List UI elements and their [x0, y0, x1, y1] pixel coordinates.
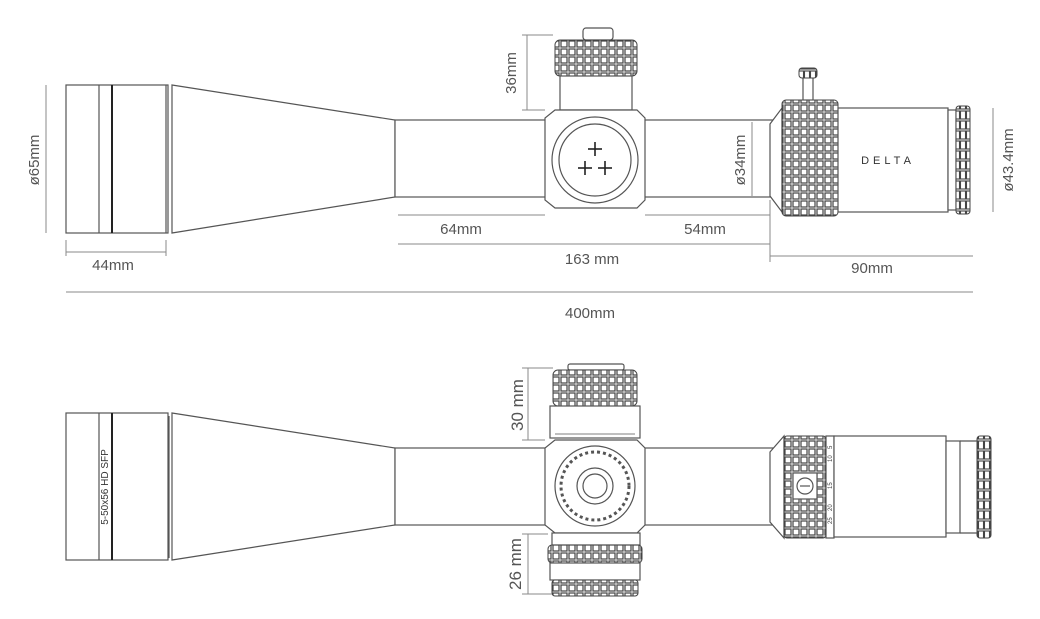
dim-eyepiece-length: 90mm [851, 260, 893, 277]
dim-total-length: 400mm [565, 305, 615, 322]
side-view-scope: 5-50x56 HD SFP 5 10 15 20 [65, 363, 992, 597]
front-tube [394, 447, 548, 526]
top-view-scope: DELTA [65, 27, 971, 234]
dim-eyepiece-diameter: ø43.4mm [1000, 128, 1017, 191]
diopter-ring [955, 105, 971, 215]
eyepiece-body [837, 107, 949, 213]
objective-cone [171, 84, 396, 234]
dim-rear-tube: 54mm [684, 221, 726, 238]
brand-label: DELTA [861, 155, 915, 167]
dim-objective-length: 44mm [92, 257, 134, 274]
reticle-plus-icons [578, 142, 612, 175]
windage-turret-knob [547, 544, 643, 564]
front-tube [394, 119, 548, 198]
diopter-ring [976, 435, 992, 539]
dim-tube-diameter: ø34mm [732, 135, 749, 186]
svg-text:10: 10 [828, 455, 834, 462]
side-view-dimensions: 30 mm 26 mm [506, 367, 553, 595]
svg-text:15: 15 [828, 482, 834, 489]
objective-cone [171, 412, 396, 561]
svg-text:5: 5 [828, 445, 834, 449]
elevation-turret-knob [552, 369, 638, 407]
elevation-turret-knob [554, 39, 638, 77]
rear-tube [642, 447, 774, 526]
dim-bottom-turret-height: 26 mm [506, 538, 525, 590]
elevation-scale [549, 405, 641, 439]
dim-front-tube: 64mm [440, 221, 482, 238]
objective-bell [65, 84, 169, 234]
svg-text:20: 20 [828, 504, 834, 511]
throw-lever [802, 75, 814, 101]
dim-elevation-turret-height: 36mm [503, 52, 520, 94]
rear-tube [642, 119, 774, 198]
dim-objective-diameter: ø65mm [26, 135, 43, 186]
model-label: 5-50x56 HD SFP [100, 449, 111, 525]
elevation-turret-base [559, 75, 633, 111]
dim-top-turret-height: 30 mm [508, 379, 527, 431]
svg-text:25: 25 [828, 517, 834, 524]
eyepiece-body [833, 435, 947, 538]
top-view-dimensions: 36mm ø65mm 44mm 64mm 54mm 163 mm 90mm 40… [26, 34, 1017, 322]
turret-cap [582, 27, 614, 41]
magnification-marks: 5 10 15 20 25 [828, 445, 834, 524]
power-ring [781, 99, 839, 217]
objective-bell [65, 412, 169, 561]
dim-mount-length: 163 mm [565, 251, 619, 268]
